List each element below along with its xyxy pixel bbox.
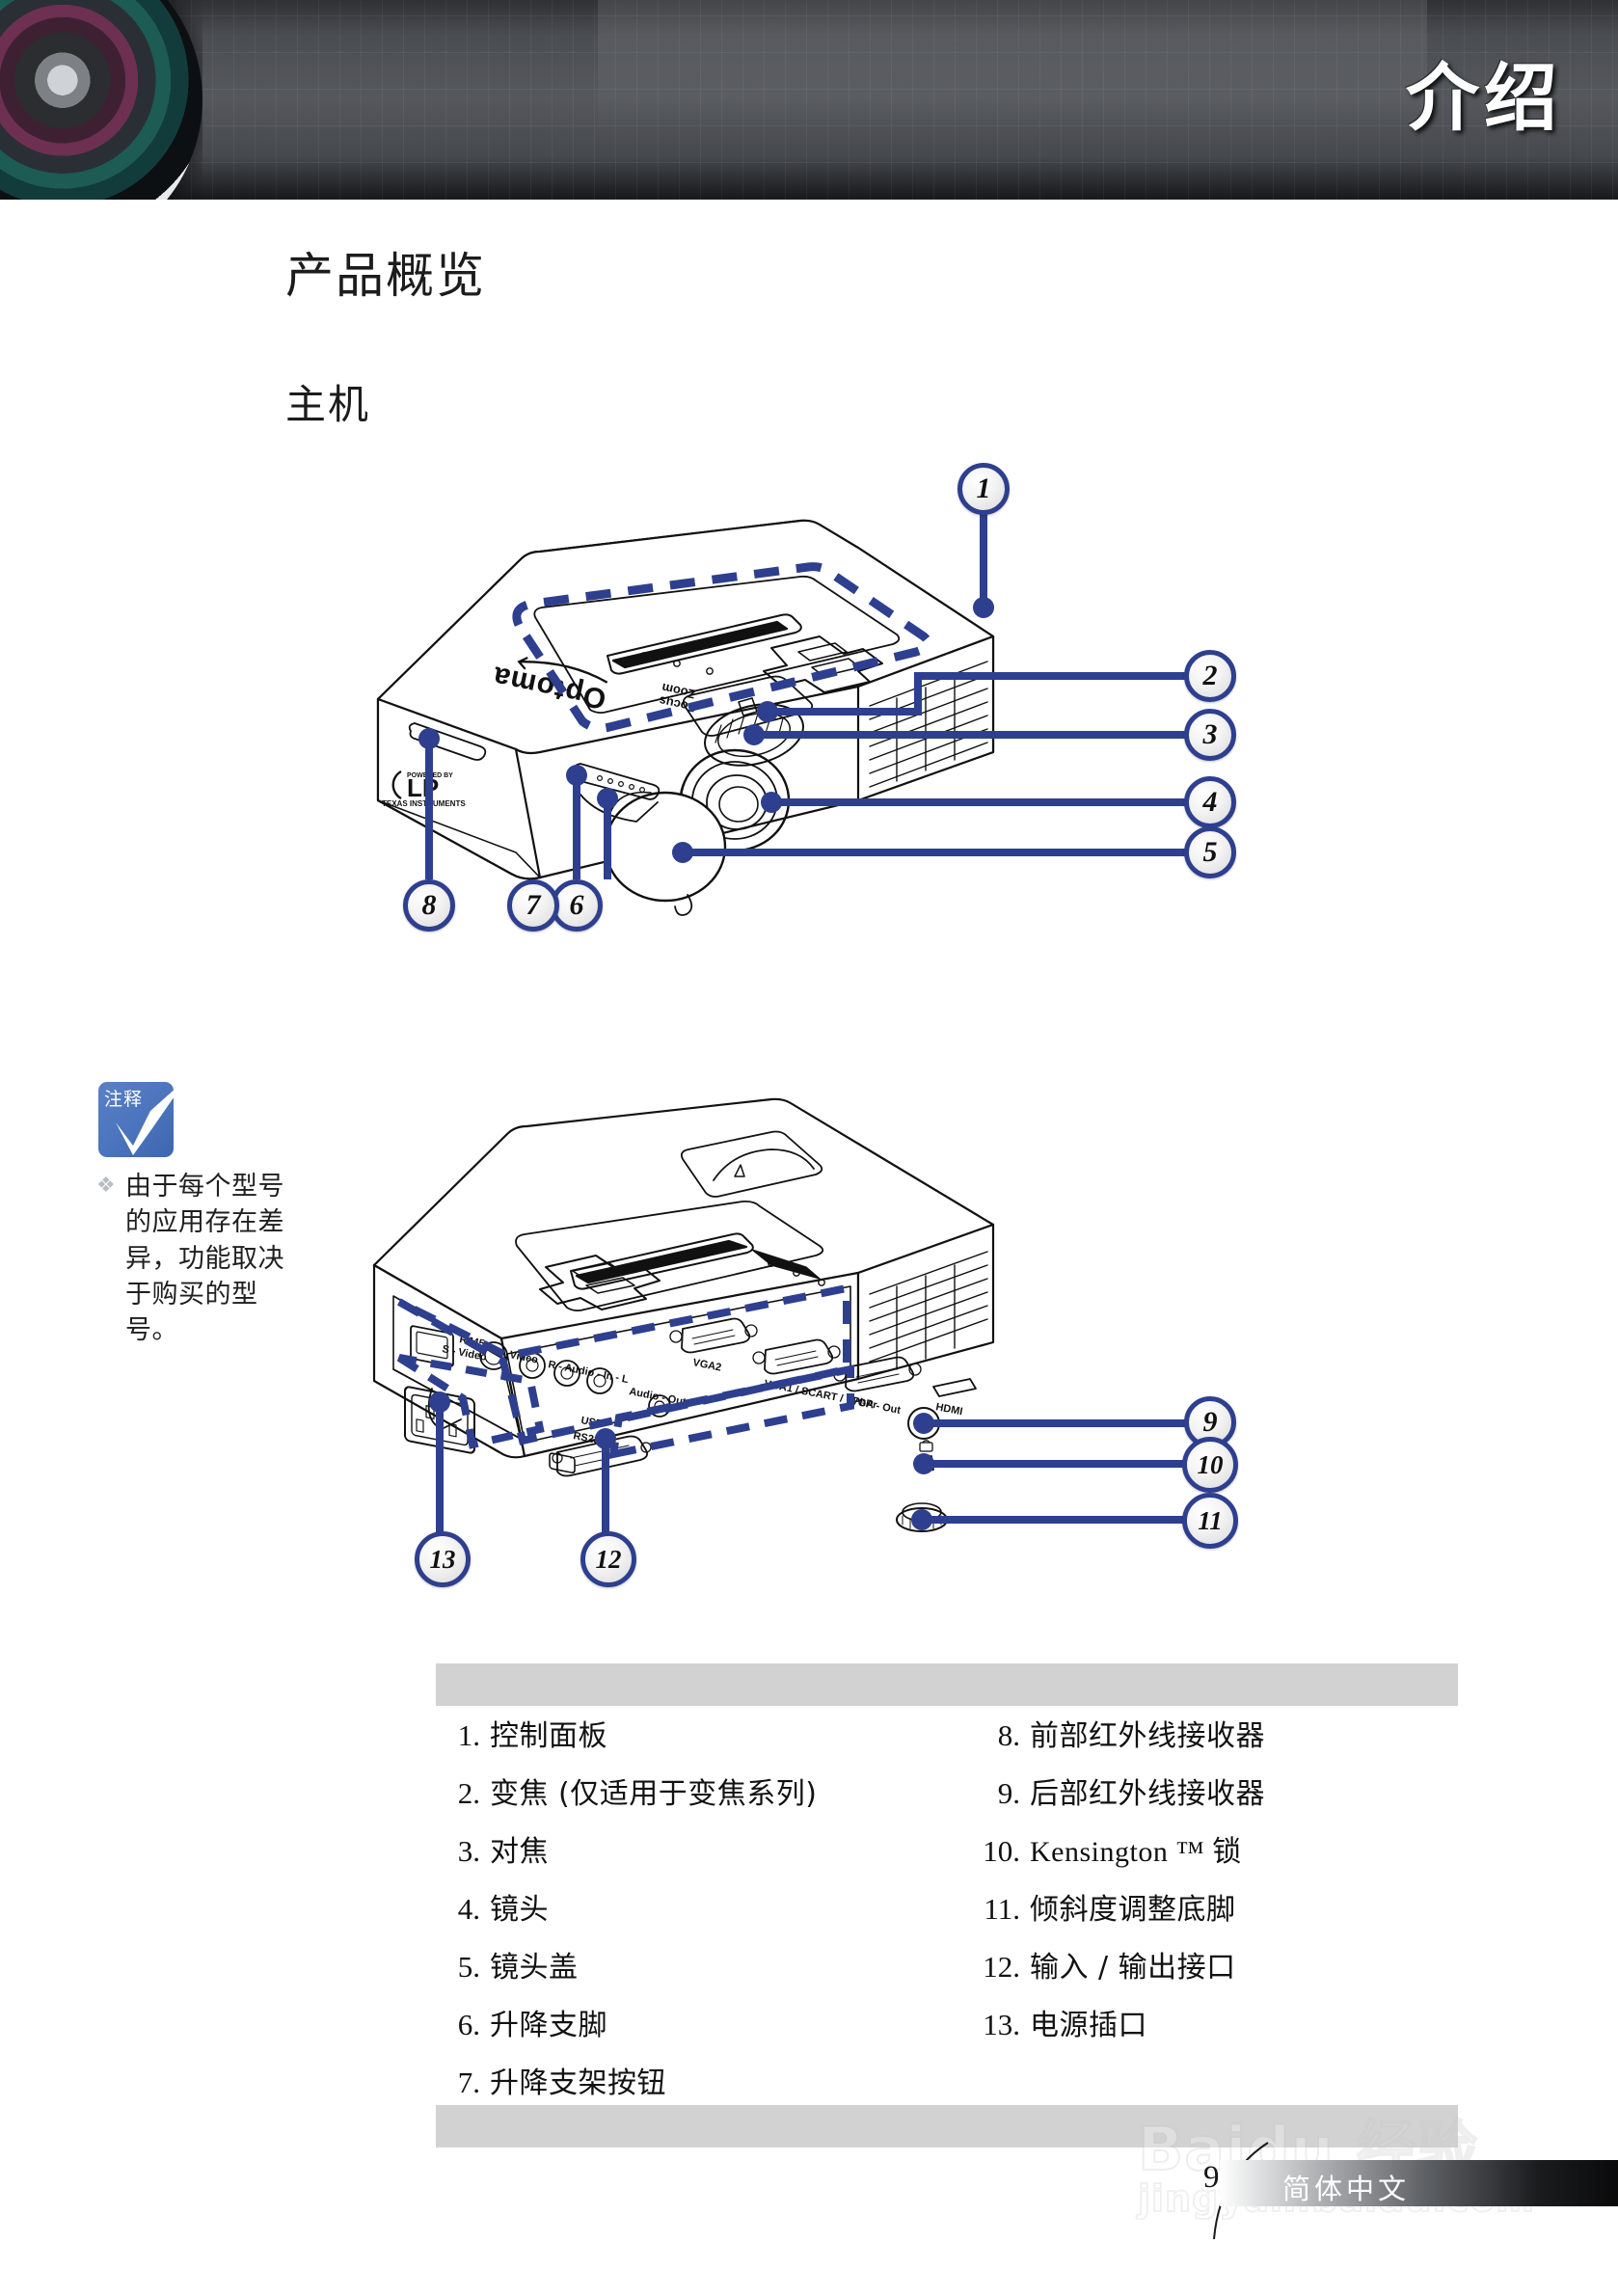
checkmark-icon xyxy=(116,1078,187,1155)
callout-badge-10[interactable]: 10 xyxy=(1182,1437,1238,1493)
legend-number: 8. xyxy=(997,1718,1020,1752)
projector-front-top-diagram: Optoma Zoom Focus LP POWERED BY TEXAS IN… xyxy=(318,463,1292,1080)
svg-text:VGA - Out: VGA - Out xyxy=(849,1395,902,1417)
legend-item-13: 13. 电源插口 xyxy=(976,2001,1458,2059)
legend-label: 倾斜度调整底脚 xyxy=(1030,1893,1236,1927)
lens-photo-clip xyxy=(0,0,202,200)
callout-badge-4[interactable]: 4 xyxy=(1184,776,1236,828)
callout-leader-lines-rear xyxy=(436,1402,1210,1533)
legend-number: 12. xyxy=(983,1950,1020,1984)
legend-column-right: 8. 前部红外线接收器 9. 后部红外线接收器 10. Kensington ™… xyxy=(976,1712,1458,2059)
legend-item-7: 7. 升降支架按钮 xyxy=(436,2059,976,2117)
note-text: 由于每个型号的应用存在差异，功能取决于购买的型号。 xyxy=(125,1172,284,1345)
note-bullet-icon: ❖ xyxy=(96,1173,116,1197)
svg-text:VGA2: VGA2 xyxy=(691,1357,722,1373)
dial-label-zoom: Zoom xyxy=(661,681,697,702)
page-number: 9 xyxy=(1203,2160,1220,2195)
note-badge-label: 注释 xyxy=(104,1089,144,1110)
legend-item-10: 10. Kensington ™ 锁 xyxy=(976,1827,1458,1885)
svg-text:LP: LP xyxy=(407,773,439,802)
svg-text:TEXAS INSTRUMENTS: TEXAS INSTRUMENTS xyxy=(382,799,466,808)
legend-number: 3. xyxy=(457,1834,480,1868)
projector-rear-io-illustration: RJ45 S - Video Video R - Audio - In - L … xyxy=(372,1097,1210,1533)
legend-number: 6. xyxy=(457,2008,480,2041)
legend-number: 10. xyxy=(983,1834,1020,1868)
page-title: 产品概览 xyxy=(285,248,486,304)
legend-label: 变焦 (仅适用于变焦系列) xyxy=(490,1777,818,1811)
legend-label: 后部红外线接收器 xyxy=(1030,1777,1265,1811)
callout-anchor-dots xyxy=(418,597,994,863)
callout-badge-3[interactable]: 3 xyxy=(1184,709,1236,761)
legend-number: 9. xyxy=(997,1776,1020,1810)
subsection-title: 主机 xyxy=(285,381,371,428)
legend-number: 13. xyxy=(983,2008,1020,2041)
legend-item-5: 5. 镜头盖 xyxy=(436,1943,976,2001)
legend-item-2: 2. 变焦 (仅适用于变焦系列) xyxy=(436,1769,976,1827)
svg-text:HDMI: HDMI xyxy=(934,1401,963,1418)
legend-label: 镜头 xyxy=(490,1893,549,1927)
legend-bottom-divider-bar xyxy=(436,2105,1458,2147)
legend-column-left: 1. 控制面板 2. 变焦 (仅适用于变焦系列) 3. 对焦 4. 镜头 5. … xyxy=(436,1712,976,2117)
callout-badge-11[interactable]: 11 xyxy=(1182,1493,1238,1549)
projector-front-top-illustration: Optoma Zoom Focus LP POWERED BY TEXAS IN… xyxy=(376,489,1210,916)
legend-item-12: 12. 输入 / 输出接口 xyxy=(976,1943,1458,2001)
legend-number: 1. xyxy=(457,1718,480,1752)
header-sheen xyxy=(598,0,1427,200)
legend-label: 控制面板 xyxy=(490,1719,607,1753)
legend-item-11: 11. 倾斜度调整底脚 xyxy=(976,1885,1458,1943)
callout-badge-7[interactable]: 7 xyxy=(507,879,559,932)
highlight-io-region xyxy=(397,1283,850,1445)
chapter-title: 介绍 xyxy=(1406,55,1562,141)
note-callout-box: 注释 ❖ 由于每个型号的应用存在差异，功能取决于购买的型号。 xyxy=(96,1078,318,1348)
legend-item-4: 4. 镜头 xyxy=(436,1885,976,1943)
callout-badge-13[interactable]: 13 xyxy=(415,1531,471,1587)
projector-rear-io-diagram: RJ45 S - Video Video R - Audio - In - L … xyxy=(318,1080,1292,1620)
legend-label: 镜头盖 xyxy=(490,1951,579,1985)
camera-lens-photo-icon xyxy=(0,0,202,200)
legend-label: 输入 / 输出接口 xyxy=(1030,1951,1236,1985)
legend-label: 电源插口 xyxy=(1030,2009,1147,2042)
highlight-control-panel xyxy=(512,562,932,733)
note-badge-icon: 注释 xyxy=(98,1078,187,1157)
legend-number: 4. xyxy=(457,1892,480,1926)
legend-label: 对焦 xyxy=(490,1835,549,1869)
legend-item-1: 1. 控制面板 xyxy=(436,1712,976,1769)
legend-item-3: 3. 对焦 xyxy=(436,1827,976,1885)
callout-leader-lines xyxy=(425,489,1210,879)
header-grid-texture xyxy=(0,0,1618,200)
legend-label: Kensington ™ 锁 xyxy=(1030,1836,1242,1868)
legend-label: 升降支脚 xyxy=(490,2009,607,2042)
highlight-power-region xyxy=(396,1354,545,1449)
page-header-banner: 介绍 xyxy=(0,0,1618,200)
legend-item-8: 8. 前部红外线接收器 xyxy=(976,1712,1458,1769)
legend-top-divider-bar xyxy=(436,1663,1458,1706)
svg-text:Zoom: Zoom xyxy=(661,681,697,702)
legend-item-9: 9. 后部红外线接收器 xyxy=(976,1769,1458,1827)
footer-language-label: 简体中文 xyxy=(1282,2173,1411,2205)
legend-label: 升降支架按钮 xyxy=(490,2066,666,2100)
callout-badge-1[interactable]: 1 xyxy=(957,463,1010,515)
legend-number: 11. xyxy=(984,1892,1020,1926)
legend-number: 2. xyxy=(457,1776,480,1810)
callout-anchor-dots-rear xyxy=(429,1391,934,1530)
legend-number: 7. xyxy=(457,2066,480,2099)
highlight-io-lower-region xyxy=(608,1364,854,1460)
legend-label: 前部红外线接收器 xyxy=(1030,1719,1265,1753)
callout-badge-2[interactable]: 2 xyxy=(1184,650,1236,702)
footer-language-bar xyxy=(1220,2160,1618,2206)
legend-item-6: 6. 升降支脚 xyxy=(436,2001,976,2059)
callout-badge-12[interactable]: 12 xyxy=(580,1531,636,1587)
legend-number: 5. xyxy=(457,1950,480,1984)
callout-badge-8[interactable]: 8 xyxy=(403,879,455,932)
callout-badge-5[interactable]: 5 xyxy=(1184,826,1236,878)
